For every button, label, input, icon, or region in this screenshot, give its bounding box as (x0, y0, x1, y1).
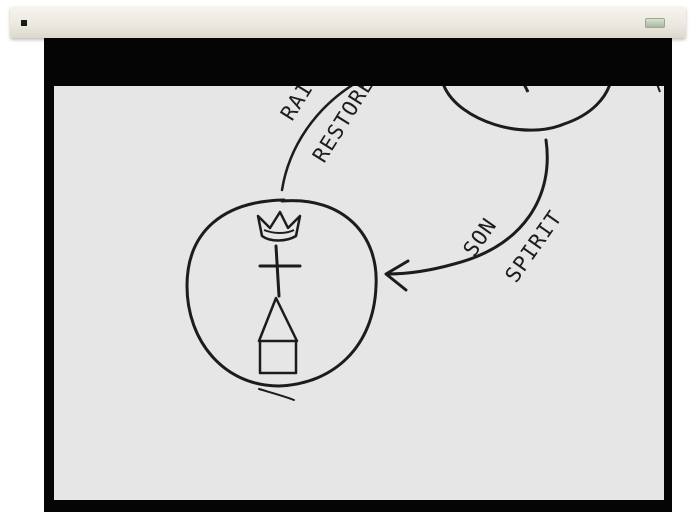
arc-label-son: SON (458, 214, 501, 261)
crown-band (264, 230, 294, 233)
main-circle-tail (259, 389, 294, 400)
top-right-circle (444, 86, 610, 130)
main-circle (187, 200, 376, 386)
sketch-drawing: RAIS RESTORED SON SPIRIT (54, 86, 664, 500)
housing-end-cap-left (21, 20, 27, 26)
top-right-circle-mark (524, 86, 528, 92)
cross-icon (260, 246, 300, 296)
projector-screen-housing (10, 6, 686, 38)
projection-screen-surface: RAIS RESTORED SON SPIRIT (54, 86, 664, 500)
edge-mark (657, 86, 660, 92)
crown-icon (258, 212, 300, 241)
arc-label-spirit: SPIRIT (500, 206, 567, 287)
arc-label-partial: RAIS (276, 86, 325, 125)
arc-label-restored: RESTORED (308, 86, 386, 167)
housing-end-cap-right (645, 18, 665, 28)
arrow-icon (386, 261, 408, 290)
house-icon (259, 298, 297, 373)
